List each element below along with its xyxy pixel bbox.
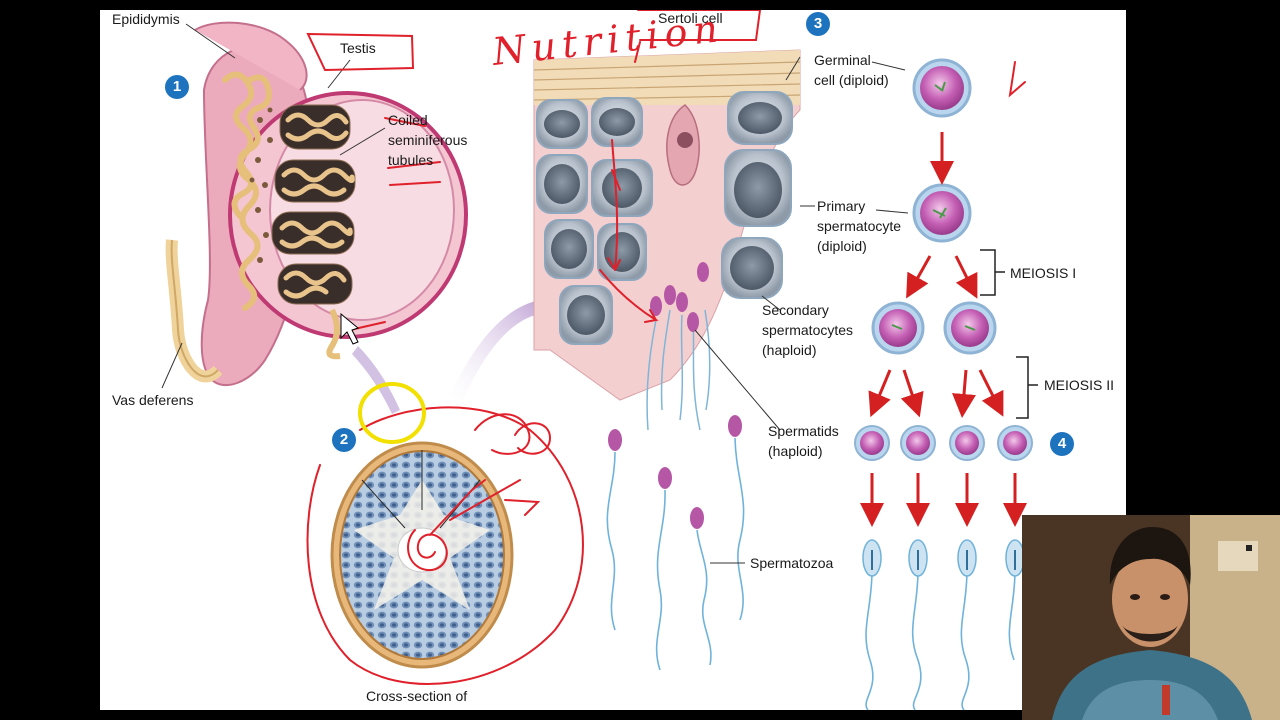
step-number-4: 4 xyxy=(1050,432,1074,456)
label-meiosis-1: MEIOSIS I xyxy=(1010,265,1077,281)
label-meiosis-2: MEIOSIS II xyxy=(1044,377,1115,393)
label-epididymis: Epididymis xyxy=(112,11,180,27)
step-number-2: 2 xyxy=(332,428,356,452)
step-number-1: 1 xyxy=(165,75,189,99)
label-spermatocytes: spermatocytes xyxy=(762,322,854,338)
tubule-cross-section xyxy=(330,441,514,669)
testis-illustration xyxy=(161,21,468,389)
epithelium-illustration xyxy=(533,49,815,431)
label-spermatids-haploid: (haploid) xyxy=(768,443,823,459)
label-secondary: Secondary xyxy=(762,302,829,318)
free-spermatozoa xyxy=(606,437,745,671)
presenter-video xyxy=(1022,515,1280,720)
label-testis: Testis xyxy=(340,40,376,56)
mouse-pointer-icon xyxy=(340,312,360,345)
label-germinal-diploid: cell (diploid) xyxy=(814,72,889,88)
label-secondary-haploid: (haploid) xyxy=(762,342,817,358)
label-seminiferous: seminiferous xyxy=(388,132,468,148)
label-coiled: Coiled xyxy=(388,112,428,128)
cursor-highlight xyxy=(358,382,426,444)
label-vas-deferens: Vas deferens xyxy=(112,392,194,408)
handwritten-annotations xyxy=(306,10,1026,685)
label-germinal: Germinal xyxy=(814,52,871,68)
label-spermatocyte: spermatocyte xyxy=(817,218,902,234)
spermatogenesis-figure xyxy=(161,10,1038,710)
label-tubules: tubules xyxy=(388,152,434,168)
free-sperm-heads xyxy=(608,415,742,529)
step-number-3: 3 xyxy=(806,12,830,36)
label-primary-diploid: (diploid) xyxy=(817,238,867,254)
cell-lineage xyxy=(854,58,1038,710)
lecture-slide: 1 2 3 4 Epididymis Testis Coiled seminif… xyxy=(100,10,1126,710)
label-cross-section: Cross-section of xyxy=(366,688,468,704)
label-sertoli-cell: Sertoli cell xyxy=(658,10,723,26)
zoom-arrow-1 xyxy=(352,346,400,414)
label-spermatids: Spermatids xyxy=(768,423,839,439)
label-primary: Primary xyxy=(817,198,866,214)
webcam-overlay xyxy=(1022,515,1280,720)
label-spermatozoa: Spermatozoa xyxy=(750,555,834,571)
